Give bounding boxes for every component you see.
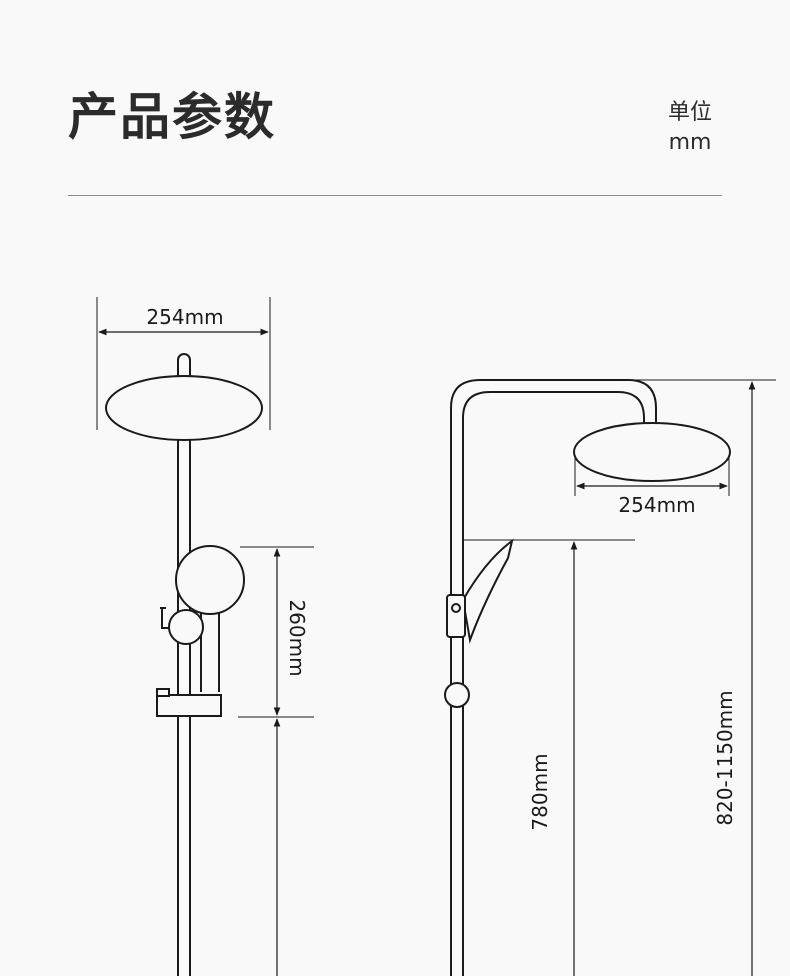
side-diverter-knob (444, 682, 470, 708)
side-head-width-label: 254mm (618, 493, 695, 517)
front-shelf-clip (156, 688, 170, 697)
front-shower-head (105, 375, 263, 441)
side-handheld-height-label: 780mm (528, 753, 552, 830)
front-handheld-head (175, 545, 245, 615)
front-diverter-lever (160, 607, 170, 629)
front-head-nub (177, 353, 191, 378)
side-handheld-spray (461, 538, 514, 644)
unit-note: 单位 mm (640, 98, 740, 158)
page-title: 产品参数 (68, 88, 276, 146)
front-diverter-knob (168, 609, 204, 645)
header-divider (68, 195, 722, 196)
side-total-height-label: 820-1150mm (713, 690, 737, 825)
side-pipe-outer (450, 379, 657, 976)
side-shower-head (573, 422, 731, 482)
front-head-width-label: 254mm (146, 305, 223, 329)
front-soap-shelf (156, 694, 222, 717)
side-view (444, 379, 776, 976)
unit-value: mm (668, 130, 712, 155)
side-pipe-inner (462, 391, 645, 976)
side-holder-button (451, 603, 461, 613)
front-view (96, 297, 314, 976)
unit-label: 单位 (667, 100, 712, 125)
side-handheld-holder (446, 594, 466, 638)
front-slider-range-label: 260mm (285, 599, 309, 676)
